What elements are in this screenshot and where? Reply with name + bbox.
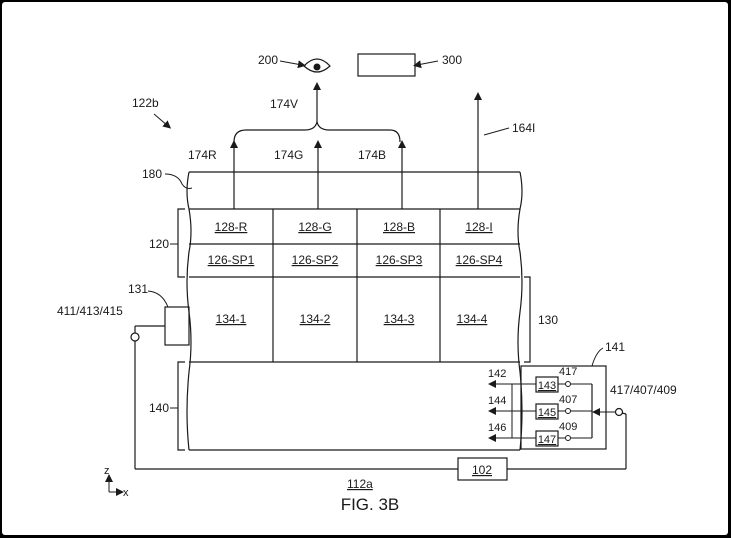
box-145-label: 145 bbox=[538, 407, 556, 419]
block-141-label: 141 bbox=[605, 340, 625, 354]
cell-134-2: 134-2 bbox=[300, 312, 331, 326]
block-131-label: 131 bbox=[128, 282, 148, 296]
cell-128-g: 128-G bbox=[298, 220, 331, 234]
box-300-rect bbox=[357, 53, 416, 77]
figure-caption: FIG. 3B bbox=[341, 495, 400, 514]
blue-label: 174B bbox=[358, 148, 386, 162]
green-label: 174G bbox=[274, 148, 303, 162]
output-144-label: 144 bbox=[488, 395, 506, 407]
cell-126-sp4: 126-SP4 bbox=[456, 253, 503, 267]
box-143-label: 143 bbox=[538, 380, 556, 392]
visible-brace bbox=[233, 121, 401, 143]
bracket-140 bbox=[177, 361, 185, 451]
device-label: 122b bbox=[132, 96, 159, 110]
eye-label: 200 bbox=[258, 53, 278, 67]
red-label: 174R bbox=[188, 148, 217, 162]
axis-x-label: x bbox=[123, 487, 129, 499]
box-147-label: 147 bbox=[538, 434, 556, 446]
inner-417-label: 417 bbox=[559, 366, 577, 378]
line-label: 112a bbox=[347, 477, 373, 491]
output-146-label: 146 bbox=[488, 422, 506, 434]
inner-407-label: 407 bbox=[559, 394, 577, 406]
layer-stack bbox=[186, 171, 523, 451]
box-300: 300 bbox=[357, 53, 462, 77]
left-node-label: 411/413/415 bbox=[57, 304, 123, 318]
layer-130-label: 130 bbox=[538, 313, 558, 327]
cell-128-b: 128-B bbox=[383, 220, 415, 234]
eye-200: 200 bbox=[258, 53, 331, 73]
axis-indicator: z x bbox=[104, 465, 129, 499]
right-node bbox=[614, 407, 624, 417]
visible-label: 174V bbox=[270, 97, 298, 111]
cell-134-1: 134-1 bbox=[216, 312, 247, 326]
cell-134-3: 134-3 bbox=[384, 312, 415, 326]
block-141 bbox=[520, 365, 607, 450]
layer-140-label: 140 bbox=[149, 401, 169, 415]
top-layer-label: 180 bbox=[142, 167, 162, 181]
bracket-130 bbox=[524, 276, 531, 363]
right-node-label: 417/407/409 bbox=[610, 383, 677, 397]
pixel-layer-label: 120 bbox=[149, 237, 169, 251]
eye-icon bbox=[303, 58, 331, 73]
axis-z-label: z bbox=[104, 465, 110, 477]
block-131 bbox=[164, 306, 190, 346]
output-142-label: 142 bbox=[488, 368, 506, 380]
inner-409-label: 409 bbox=[559, 421, 577, 433]
box-300-label: 300 bbox=[442, 53, 462, 67]
cell-128-r: 128-R bbox=[215, 220, 248, 234]
cell-126-sp1: 126-SP1 bbox=[208, 253, 255, 267]
controller-label: 102 bbox=[472, 463, 492, 477]
cell-126-sp3: 126-SP3 bbox=[376, 253, 423, 267]
left-node bbox=[130, 332, 140, 342]
cell-126-sp2: 126-SP2 bbox=[292, 253, 339, 267]
cell-134-4: 134-4 bbox=[457, 312, 488, 326]
cell-128-i: 128-I bbox=[465, 220, 492, 234]
bracket-120 bbox=[177, 208, 185, 278]
ir-label: 164I bbox=[512, 121, 535, 135]
